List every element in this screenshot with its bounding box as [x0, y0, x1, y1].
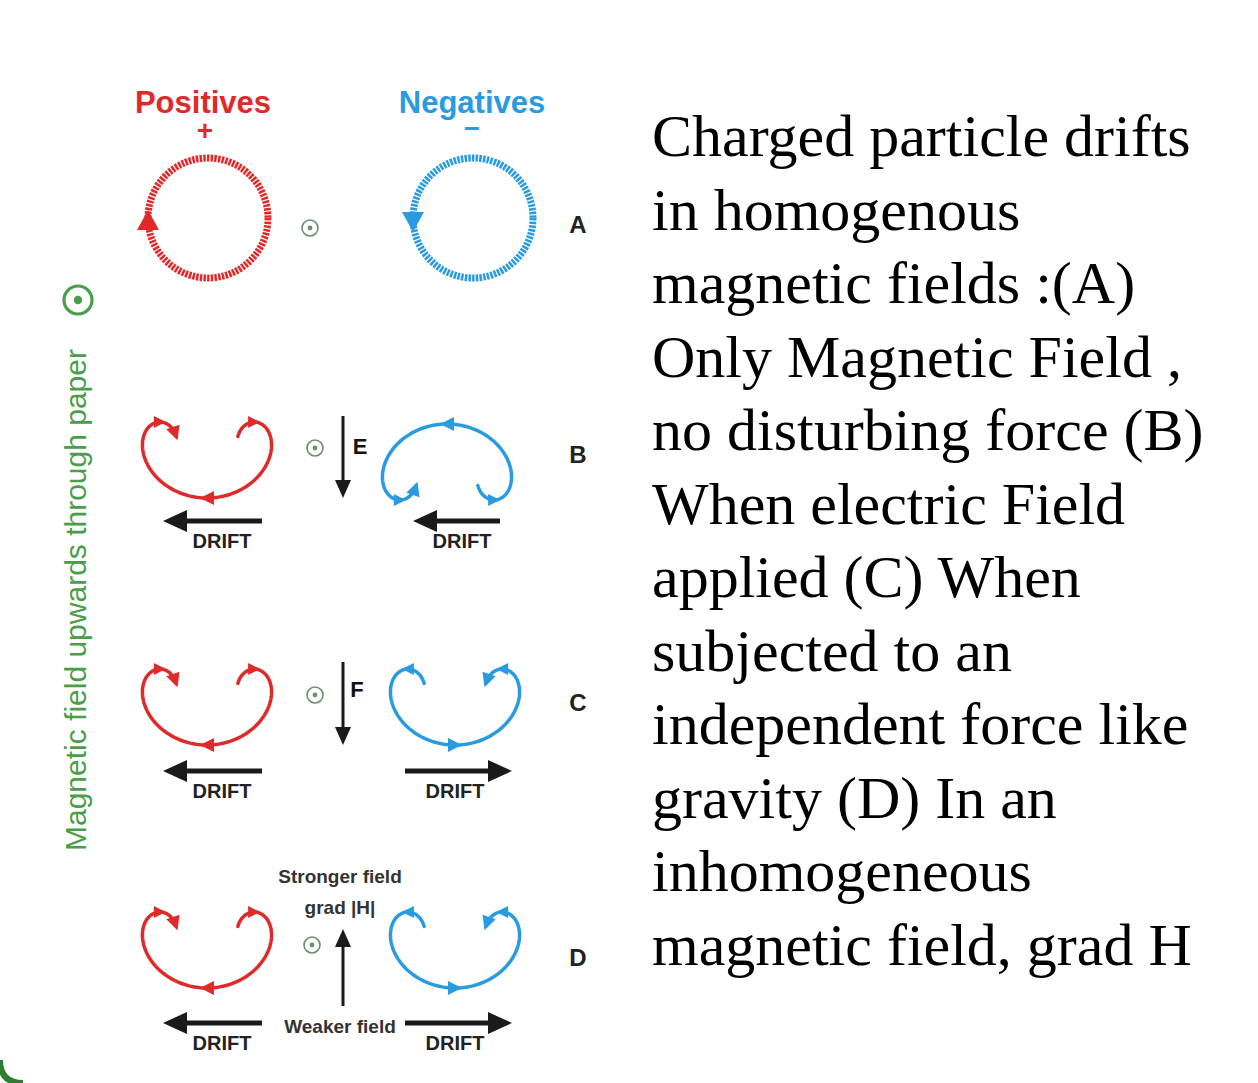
drift-arrow-shaft — [181, 769, 262, 774]
out-of-page-dot — [313, 693, 318, 698]
direction-arrowhead — [488, 494, 500, 506]
drift-arrow-shaft — [431, 519, 500, 524]
out-of-page-symbol — [307, 687, 323, 703]
drift-label: DRIFT — [433, 530, 492, 553]
out-of-page-dot — [74, 296, 82, 304]
row-letter: C — [569, 689, 586, 717]
direction-arrowhead — [448, 738, 462, 752]
row-letter: B — [569, 441, 586, 469]
drift-arrowhead — [488, 760, 512, 782]
direction-arrowhead — [402, 663, 414, 675]
drift-label: DRIFT — [193, 530, 252, 553]
out-of-page-dot — [313, 446, 318, 451]
direction-arrowhead — [406, 482, 419, 498]
direction-arrowhead — [496, 906, 508, 918]
drift-label: DRIFT — [193, 780, 252, 803]
out-of-page-symbol — [304, 937, 320, 953]
out-of-page-symbol — [64, 286, 92, 314]
out-of-page-symbol — [302, 220, 318, 236]
direction-arrowhead — [154, 416, 166, 428]
out-of-page-dot — [308, 226, 313, 231]
corner-mark — [0, 1060, 23, 1083]
direction-arrowhead — [154, 663, 166, 675]
drift-arrow-shaft — [181, 519, 262, 524]
gradient-note: grad |H| — [305, 897, 376, 919]
direction-arrowhead — [448, 981, 462, 995]
direction-arrowhead — [482, 672, 495, 688]
drift-label: DRIFT — [193, 1032, 252, 1055]
gyration-circle — [148, 158, 268, 278]
field-symbol: E — [353, 434, 368, 459]
gyration-circle — [413, 158, 533, 278]
drift-arrowhead — [163, 510, 187, 532]
row-letter: D — [569, 944, 586, 972]
drift-drawing — [0, 158, 533, 1083]
charge-sign: − — [464, 113, 480, 145]
drift-arrowhead — [488, 1012, 512, 1034]
field-arrow-shaft — [342, 662, 345, 731]
direction-arrowhead — [248, 416, 260, 428]
drift-trajectory — [142, 912, 271, 988]
drift-label: DRIFT — [426, 780, 485, 803]
direction-arrowhead — [402, 212, 424, 232]
caption-text: Charged particle drifts in homogenous ma… — [652, 100, 1250, 982]
drift-trajectory — [390, 669, 519, 745]
drift-trajectory — [142, 669, 271, 745]
axis-note: Magnetic field upwards through paper — [59, 349, 94, 851]
direction-arrowhead — [482, 915, 495, 931]
direction-arrowhead — [440, 417, 454, 431]
direction-arrowhead — [166, 425, 179, 441]
direction-arrowhead — [166, 672, 179, 688]
drift-arrow-shaft — [405, 1021, 494, 1026]
gradient-note: Stronger field — [278, 866, 402, 888]
charge-sign: + — [197, 115, 213, 147]
drift-trajectory — [142, 422, 271, 498]
direction-arrowhead — [248, 906, 260, 918]
drift-arrowhead — [413, 510, 437, 532]
field-arrowhead — [335, 727, 351, 745]
field-arrowhead — [335, 480, 351, 498]
drift-arrow-shaft — [181, 1021, 262, 1026]
direction-arrowhead — [200, 738, 214, 752]
force-symbol: F — [350, 677, 363, 702]
drift-arrowhead — [163, 1012, 187, 1034]
drift-arrow-shaft — [405, 769, 494, 774]
direction-arrowhead — [248, 663, 260, 675]
out-of-page-symbol — [307, 440, 323, 456]
direction-arrowhead — [394, 494, 406, 506]
field-arrow-shaft — [342, 943, 345, 1006]
direction-arrowhead — [200, 981, 214, 995]
field-arrow-shaft — [342, 416, 345, 484]
drift-label: DRIFT — [426, 1032, 485, 1055]
direction-arrowhead — [402, 906, 414, 918]
out-of-page-dot — [310, 943, 315, 948]
direction-arrowhead — [496, 663, 508, 675]
direction-arrowhead — [137, 210, 159, 230]
gradient-note: Weaker field — [284, 1016, 396, 1038]
drift-trajectory — [382, 424, 511, 500]
row-letter: A — [569, 211, 586, 239]
drift-trajectory — [390, 912, 519, 988]
field-arrowhead — [335, 929, 351, 947]
direction-arrowhead — [154, 906, 166, 918]
direction-arrowhead — [200, 491, 214, 505]
drift-arrowhead — [163, 760, 187, 782]
direction-arrowhead — [166, 915, 179, 931]
